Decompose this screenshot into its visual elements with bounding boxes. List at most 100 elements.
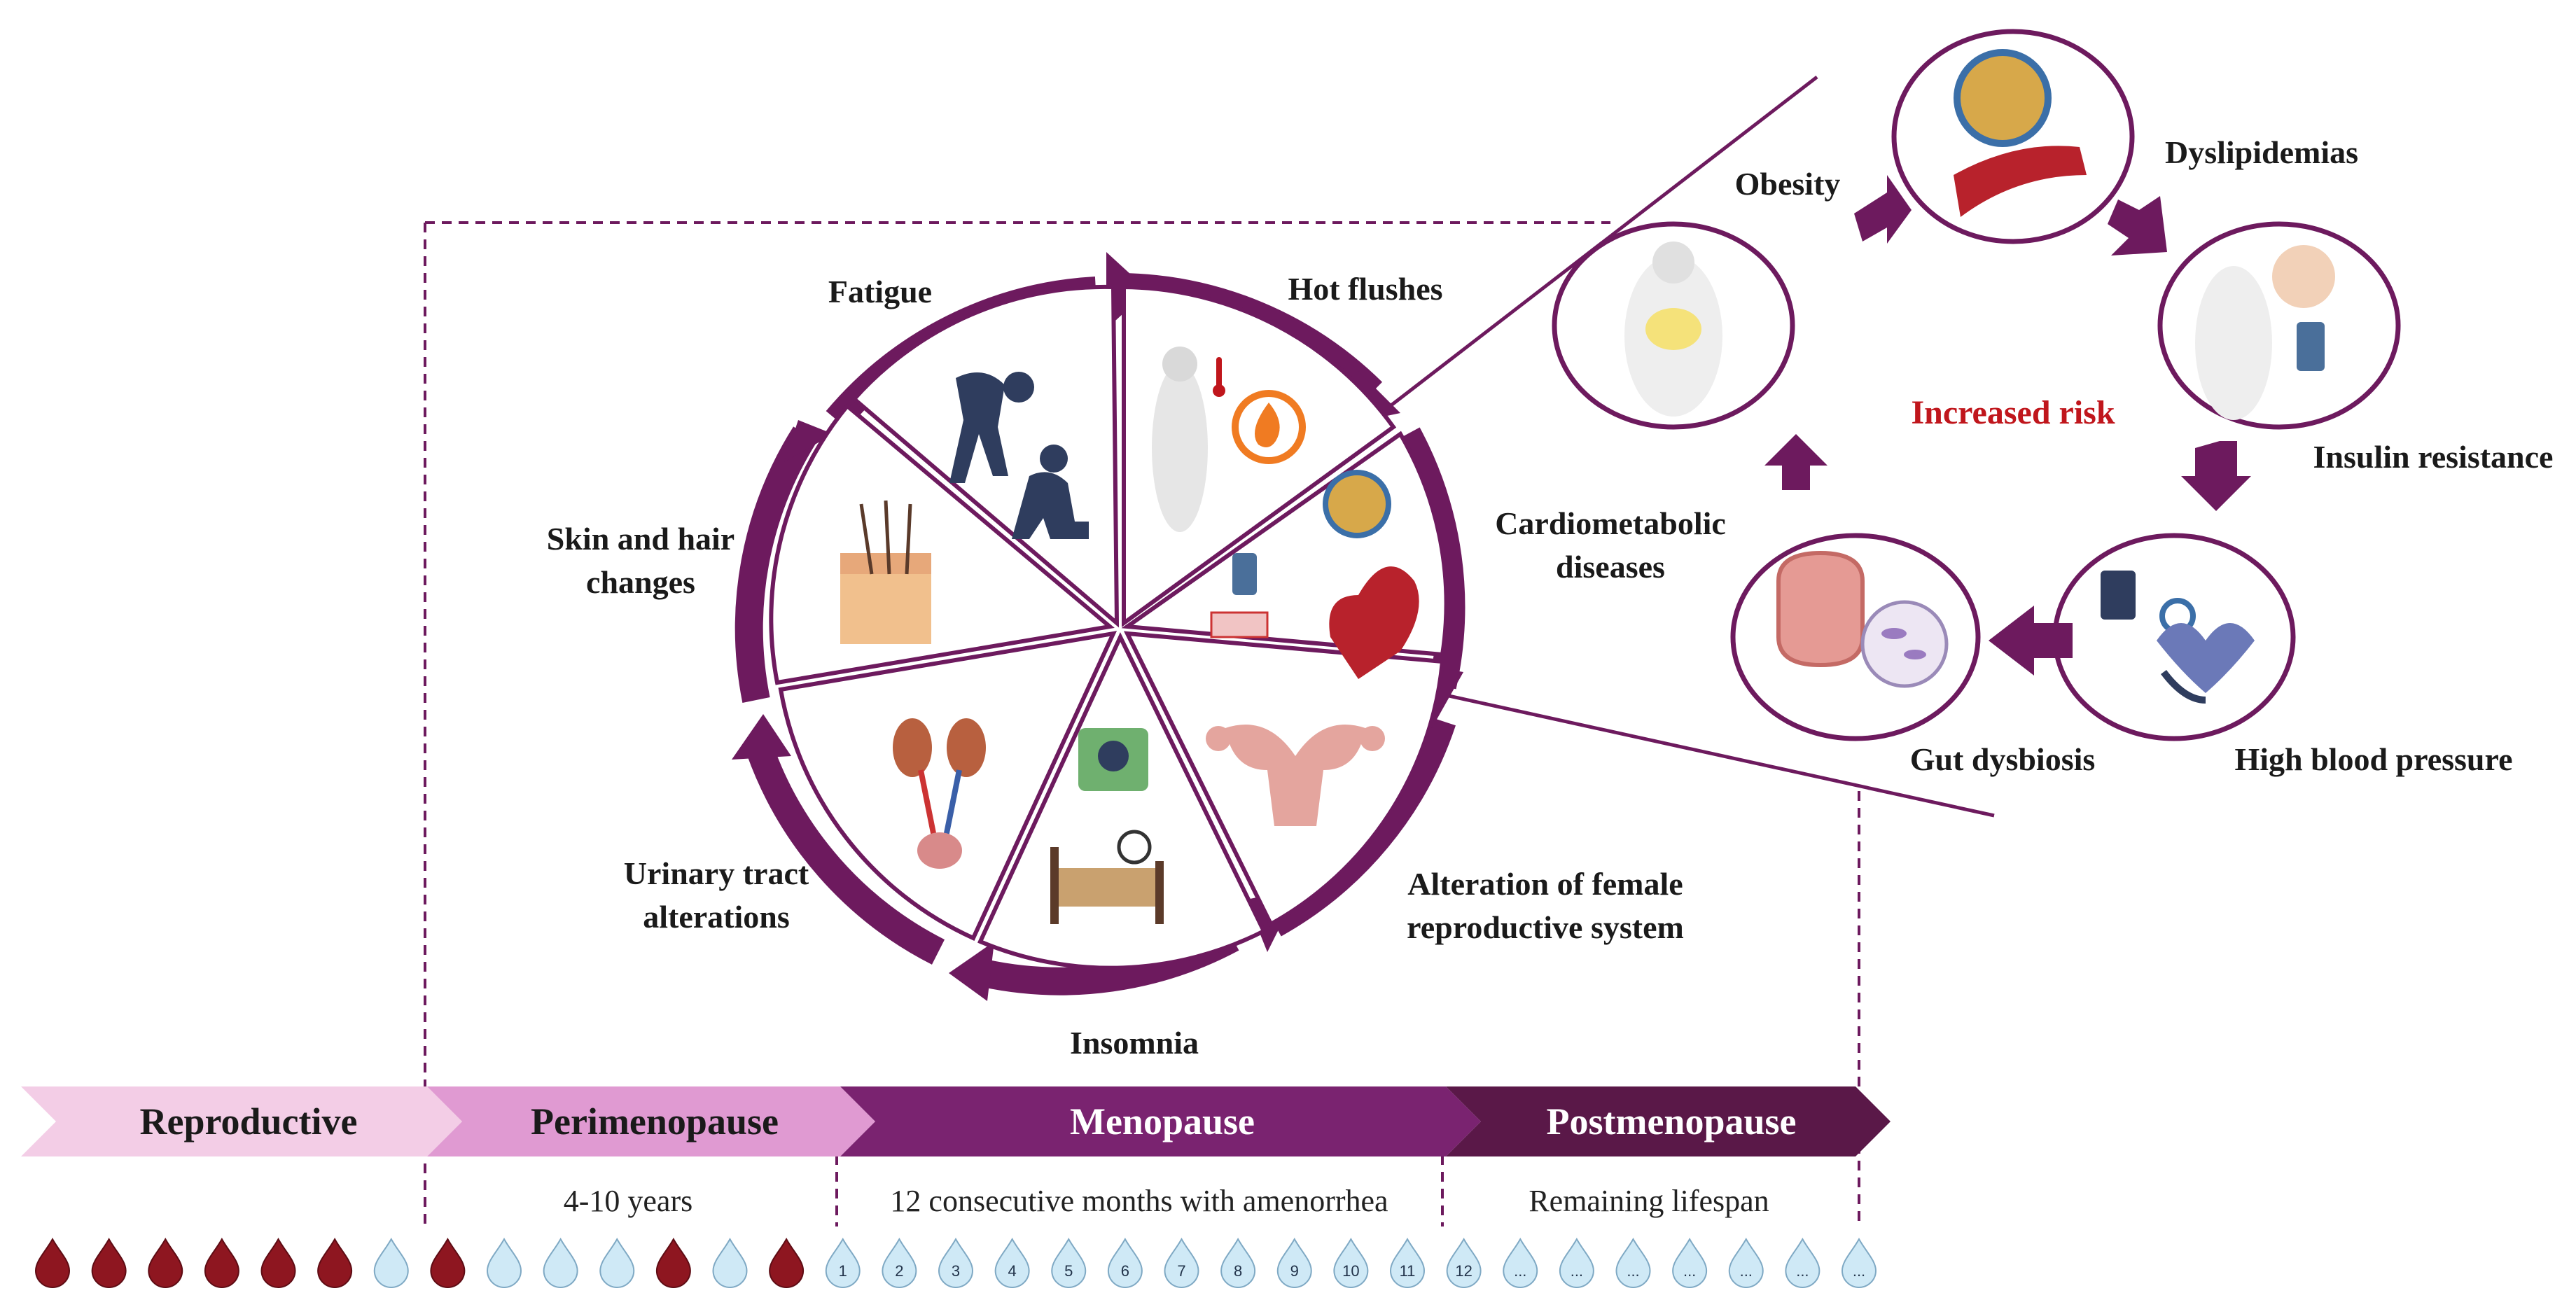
water-drop-icon [994,1237,1030,1288]
blood-drop-icon [204,1237,239,1288]
blood-drop-icon [317,1237,353,1288]
label-gut-dysbiosis: Gut dysbiosis [1910,741,2096,777]
water-drop-icon [938,1237,974,1288]
dyslipidemia-artery-icon [1954,49,2087,217]
water-drop-icon [486,1237,522,1288]
phase-reproductive [21,1086,462,1156]
insulin-figure-icon [2195,245,2335,420]
water-drop-icon [1051,1237,1087,1288]
label-skin-line1: Skin and hair [547,521,734,557]
water-drop-icon [1672,1237,1708,1288]
label-urinary-line1: Urinary tract [624,855,809,891]
water-drop-icon [1389,1237,1426,1288]
insulin-circle [2157,221,2401,430]
label-reproductive: Reproductive [140,1100,358,1142]
water-drop-icon [1446,1237,1482,1288]
duration-perimenopause: 4-10 years [564,1184,693,1218]
label-dyslipidemias: Dyslipidemias [2165,134,2358,170]
label-reproductive-line2: reproductive system [1407,909,1684,945]
label-urinary-line2: alterations [643,899,790,935]
blood-drop-icon [430,1237,466,1288]
drop-label: 10 [1342,1262,1359,1280]
label-cardiometabolic-line1: Cardiometabolic [1495,505,1726,541]
drop-label: ... [1740,1262,1753,1280]
drop-label: 8 [1234,1262,1242,1280]
phase-menopause [840,1086,1481,1156]
water-drop-icon [825,1237,861,1288]
label-fatigue: Fatigue [828,274,932,309]
cardiometabolic-icon [1210,470,1419,679]
label-high-blood-pressure: High blood pressure [2234,741,2512,777]
duration-menopause: 12 consecutive months with amenorrhea [890,1184,1388,1218]
drop-label: 9 [1290,1262,1299,1280]
drop-label: ... [1627,1262,1639,1280]
water-drop-icon [882,1237,917,1288]
water-drop-icon [373,1237,409,1288]
label-insulin-resistance: Insulin resistance [2313,439,2554,475]
phase-perimenopause [427,1086,875,1156]
drop-label: ... [1514,1262,1526,1280]
dashed-bracket [424,221,1860,1226]
label-postmenopause: Postmenopause [1546,1100,1796,1142]
water-drop-icon [1107,1237,1143,1288]
water-drop-icon [1333,1237,1369,1288]
water-drop-icon [599,1237,635,1288]
water-drop-icon [1503,1237,1538,1288]
label-cardiometabolic-line2: diseases [1556,549,1665,585]
phase-postmenopause [1446,1086,1891,1156]
blood-drop-icon [91,1237,127,1288]
blood-pressure-icon [2101,571,2255,704]
gut-icon [1776,550,1949,688]
drop-label: ... [1683,1262,1696,1280]
risk-arrows [1764,175,2251,676]
water-drop-icon [1220,1237,1256,1288]
drop-label: ... [1796,1262,1809,1280]
drop-label: 2 [895,1262,903,1280]
blood-drop-icon [655,1237,691,1288]
label-insomnia: Insomnia [1070,1025,1199,1061]
label-perimenopause: Perimenopause [531,1100,779,1142]
hot-flush-icon [1152,347,1306,532]
symptom-wheel: Fatigue Hot flushes Cardiometabolic dise… [547,252,1726,1061]
water-drop-icon [1559,1237,1594,1288]
water-drop-icon [1164,1237,1199,1288]
drop-label: 11 [1400,1262,1416,1280]
drop-label: 6 [1121,1262,1129,1280]
skin-hair-icon [840,500,931,644]
blood-drop-icon [260,1237,296,1288]
drop-label: 3 [952,1262,960,1280]
risk-cycle: Obesity Dyslipidemias Insulin resistance… [1552,29,2554,777]
drop-label: 7 [1177,1262,1185,1280]
duration-postmenopause: Remaining lifespan [1529,1184,1769,1218]
label-skin-line2: changes [586,564,695,600]
label-hot-flushes: Hot flushes [1288,271,1442,307]
obesity-figure-icon [1624,242,1722,417]
reproductive-icon [1206,725,1385,826]
water-drop-icon [1841,1237,1877,1288]
blood-drop-icon [34,1237,71,1288]
label-reproductive-line1: Alteration of female [1407,866,1683,902]
water-drop-icon [543,1237,578,1288]
water-drop-icon [712,1237,748,1288]
urinary-icon [893,718,986,869]
insomnia-icon [1050,728,1164,924]
blood-drop-icon [769,1237,805,1288]
drop-label: 4 [1008,1262,1017,1280]
drop-label: 5 [1064,1262,1073,1280]
blood-drop-icon [148,1237,183,1288]
label-obesity: Obesity [1735,166,1841,202]
drop-label: ... [1853,1262,1865,1280]
drop-label: ... [1571,1262,1583,1280]
water-drop-icon [1785,1237,1820,1288]
fatigue-icon [949,372,1089,539]
water-drop-icon [1615,1237,1651,1288]
drop-label: 12 [1455,1262,1472,1280]
water-drop-icon [1728,1237,1764,1288]
drop-label: 1 [839,1262,847,1280]
water-drop-icon [1276,1237,1312,1288]
label-menopause: Menopause [1070,1100,1255,1142]
phase-bar: Reproductive Perimenopause Menopause Pos… [21,1086,1891,1156]
label-increased-risk: Increased risk [1911,394,2115,431]
